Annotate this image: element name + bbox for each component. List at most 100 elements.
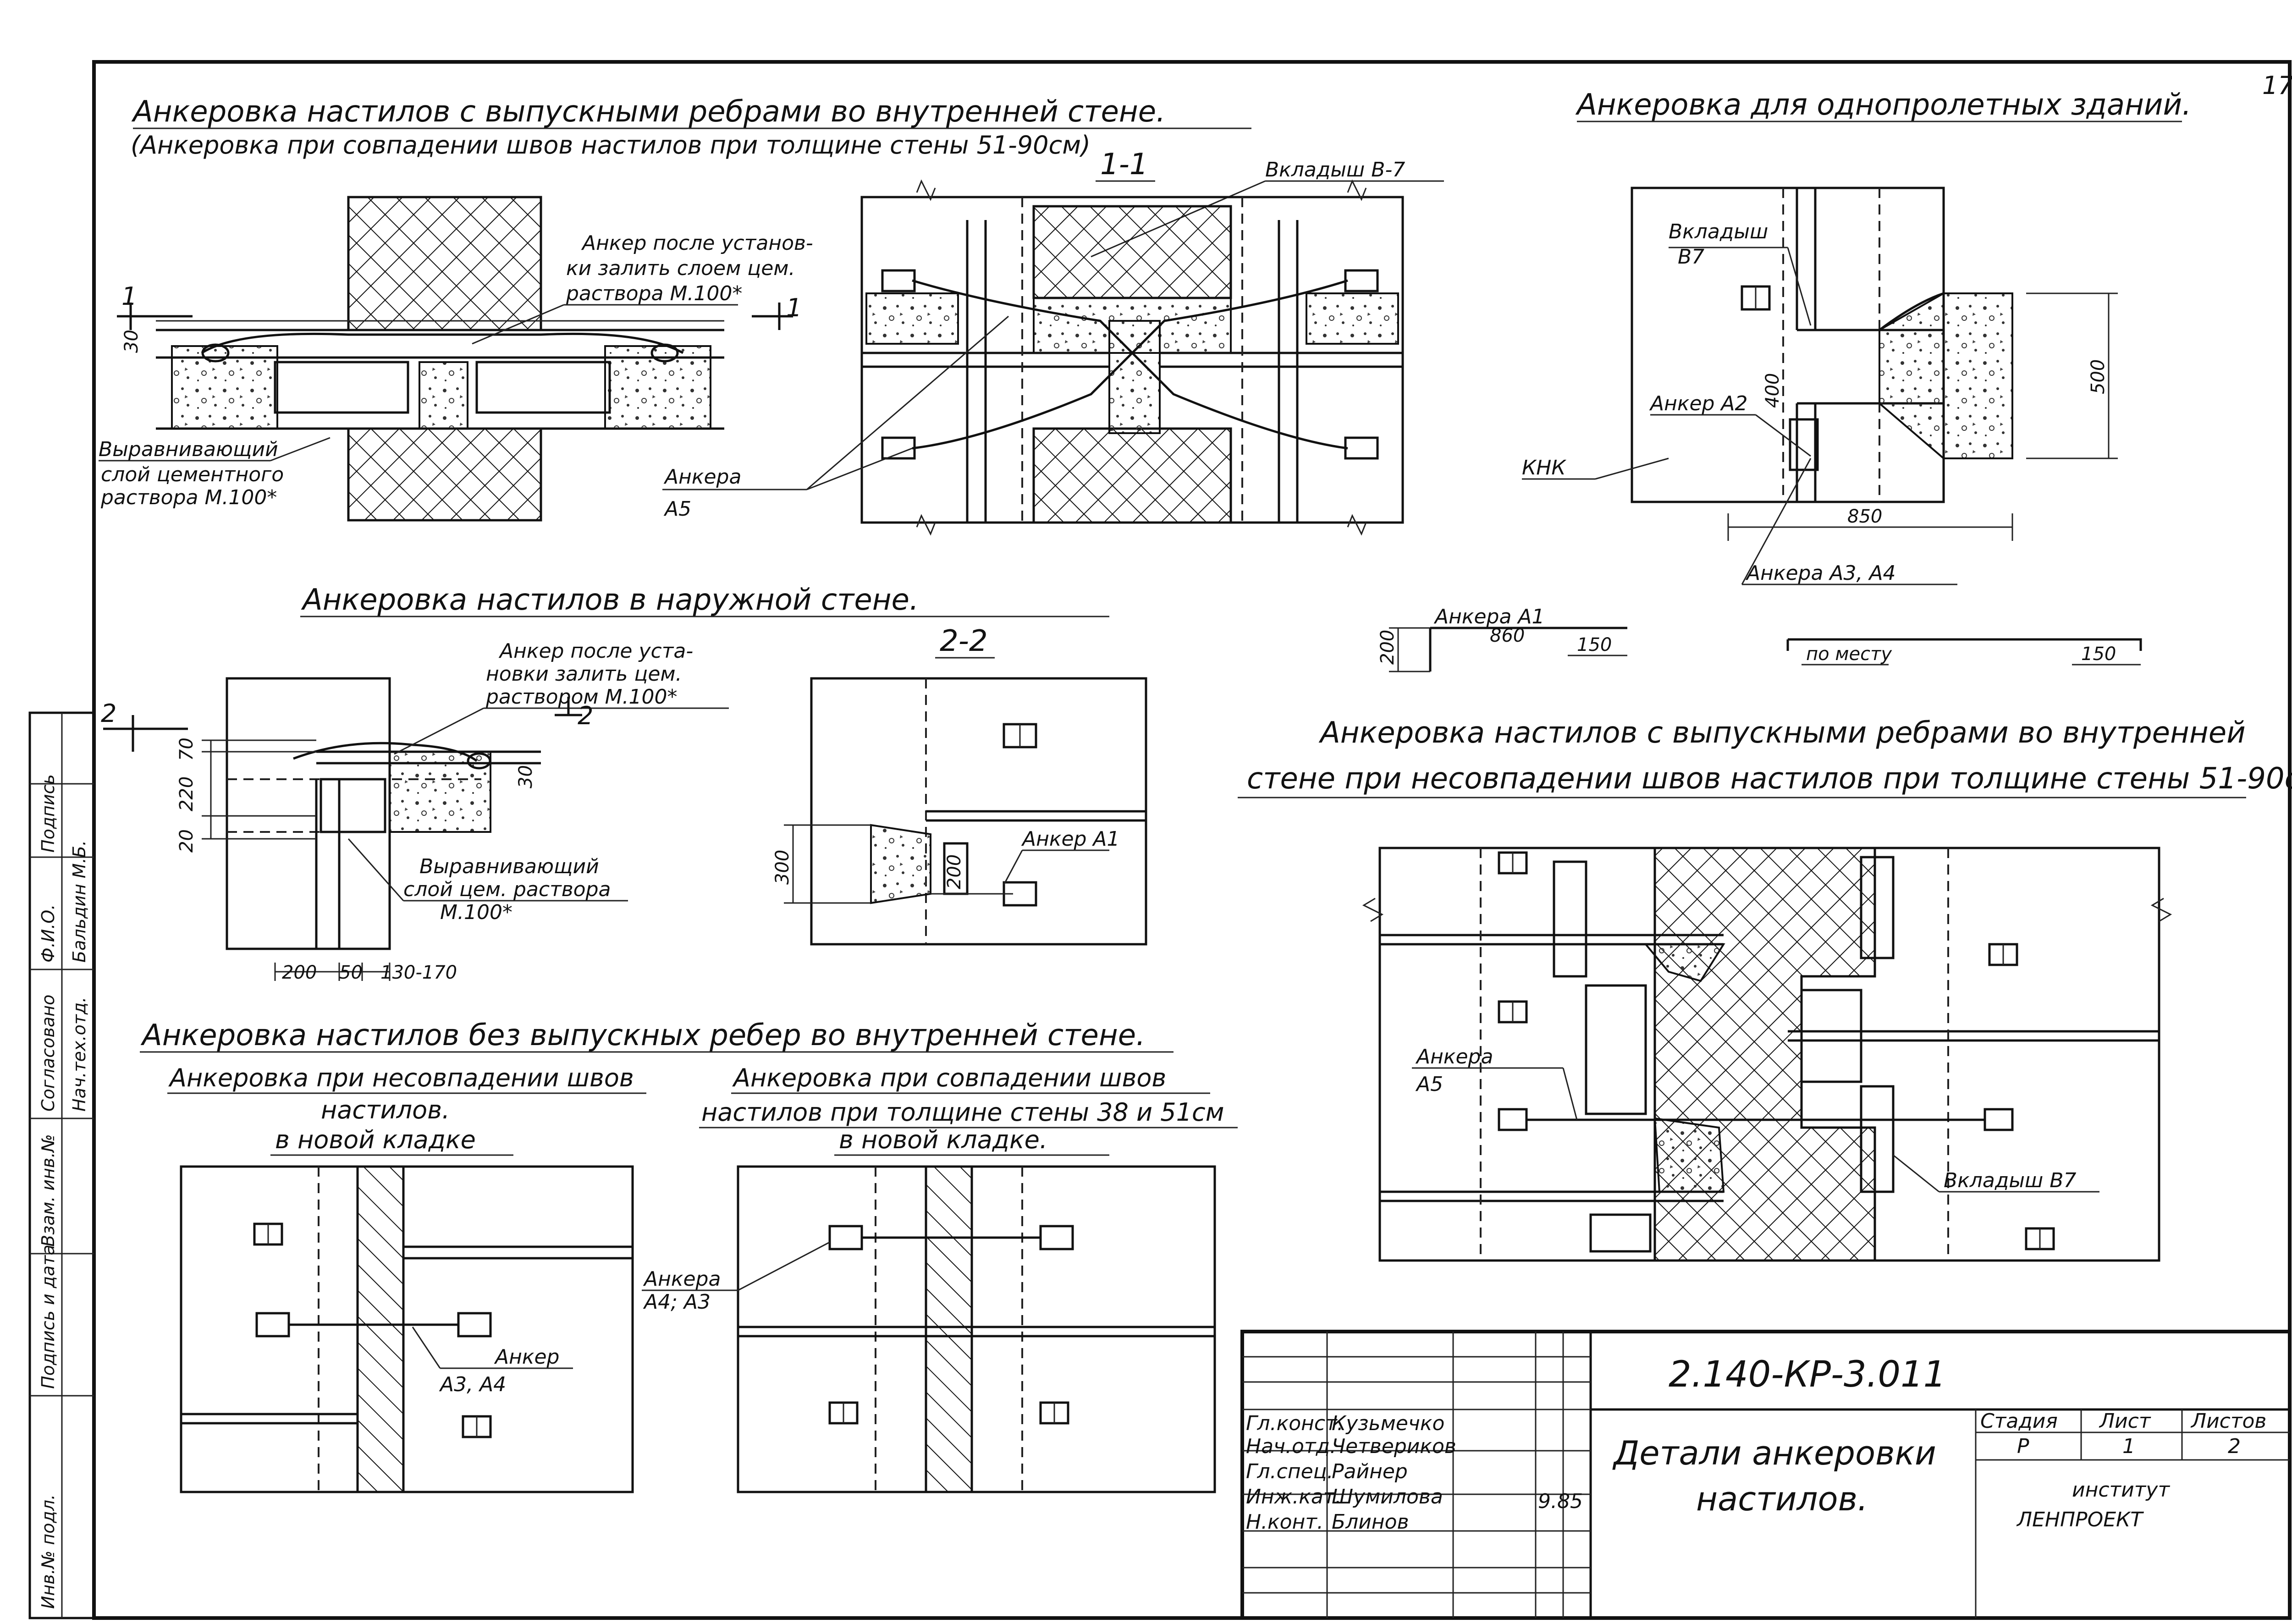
- dimension-label: 220: [176, 776, 197, 811]
- annotation: М.100*: [440, 901, 512, 924]
- stamp-role: Н.конт.: [1246, 1510, 1323, 1534]
- stamp-institute: институт: [2072, 1478, 2170, 1502]
- title-block: Гл.конст. Кузьмечко Нач.отд. Четвериков …: [1240, 1330, 2292, 1620]
- annotation: Выравнивающий: [99, 438, 278, 461]
- section-middle-right: Анкеровка настилов с выпускными ребрами …: [1238, 716, 2292, 1262]
- page-number: 17: [2262, 71, 2292, 100]
- anchor-label: Анкер: [494, 1345, 559, 1369]
- dimension-label: 130-170: [380, 962, 457, 983]
- annotation: слой цементного: [101, 463, 284, 486]
- stamp-name: Четвериков: [1332, 1435, 1456, 1458]
- stamp-sheet-label: Лист: [2099, 1409, 2151, 1433]
- anchors-label: Анкера А3, А4: [1745, 562, 1896, 585]
- cut-mark: 2: [101, 699, 116, 728]
- anchor-label: Анкер А1: [1021, 827, 1120, 851]
- anchors-label: Анкера: [663, 465, 741, 489]
- anchors-code: А4; А3: [643, 1290, 711, 1314]
- side-stamp-cell: Подпись: [38, 774, 58, 853]
- section-subtitle: настилов при толщине стены 38 и 51см: [701, 1098, 1224, 1127]
- annotation: ки залить слоем цем.: [566, 257, 795, 280]
- annotation: Анкер после установ-: [581, 231, 813, 255]
- along-label: по месту: [1806, 644, 1892, 665]
- stamp-name: Райнер: [1332, 1460, 1408, 1483]
- knk-label: КНК: [1522, 456, 1566, 479]
- section-top-left: Анкеровка настилов с выпускными ребрами …: [99, 95, 1444, 536]
- annotation: раствора М.100*: [566, 282, 742, 305]
- section-middle-left: Анкеровка настилов в наружной стене. 2-2…: [101, 583, 1147, 983]
- side-stamp-name: Бальдин М.Б.: [69, 840, 89, 963]
- drawing-code: 2.140-КР-3.011: [1669, 1354, 1946, 1395]
- section-bottom: Анкеровка настилов без выпускных ребер в…: [140, 1018, 1238, 1493]
- dimension-label: 400: [1762, 373, 1783, 408]
- section-title: стене при несовпадении швов настилов при…: [1247, 762, 2292, 796]
- stamp-role: Инж.кат.: [1246, 1485, 1341, 1508]
- anchor-detail-label: Анкера А1: [1433, 605, 1545, 628]
- section-title: Анкеровка настилов без выпускных ребер в…: [140, 1018, 1145, 1052]
- dimension-label: 200: [282, 962, 317, 983]
- section-title: Анкеровка настилов в наружной стене.: [301, 583, 919, 617]
- anchors-code: А5: [1415, 1073, 1443, 1096]
- anchor-detail: Анкера А1 860 200 150 по месту 150: [1377, 605, 2142, 672]
- stamp-stage-label: Стадия: [1980, 1409, 2058, 1433]
- dimension-label: 150: [2081, 644, 2116, 665]
- side-stamp-cell: Взам. инв.№: [38, 1134, 58, 1247]
- drawing-title: Детали анкеровки: [1612, 1434, 1936, 1472]
- dimension-label: 20: [176, 829, 197, 853]
- dimension-label: 200: [1377, 630, 1398, 665]
- annotation: раствором М.100*: [485, 685, 678, 709]
- dimension-label: 300: [772, 850, 793, 885]
- annotation: Выравнивающий: [419, 855, 599, 878]
- stamp-name: Блинов: [1332, 1510, 1409, 1534]
- dimension-label: 30: [515, 765, 536, 788]
- stamp-institute: ЛЕНПРОЕКТ: [2016, 1508, 2144, 1531]
- section-title: Анкеровка настилов с выпускными ребрами …: [1318, 716, 2246, 750]
- annotation: слой цем. раствора: [403, 878, 611, 901]
- stamp-name: Шумилова: [1332, 1485, 1443, 1508]
- stamp-stage: Р: [2017, 1435, 2029, 1458]
- section-subtitle: Анкеровка при совпадении швов: [732, 1063, 1166, 1092]
- drawing-title: настилов.: [1696, 1480, 1868, 1518]
- section-subtitle: Анкеровка при несовпадении швов: [168, 1063, 634, 1092]
- annotation: новки залить цем.: [486, 662, 682, 686]
- annotation: Анкер после уста-: [498, 639, 693, 663]
- cut-mark: 1: [121, 282, 137, 311]
- insert-label: Вкладыш В-7: [1265, 158, 1405, 182]
- section-subtitle: (Анкеровка при совпадении швов настилов …: [131, 131, 1091, 160]
- section-subtitle: в новой кладке: [275, 1125, 476, 1154]
- insert-label: Вкладыш В7: [1944, 1169, 2076, 1192]
- section-subtitle: в новой кладке.: [839, 1125, 1047, 1154]
- stamp-sheet: 1: [2122, 1435, 2135, 1458]
- cut-mark: 2: [578, 701, 593, 730]
- dimension-label: 30: [121, 330, 142, 353]
- stamp-sheets-label: Листов: [2190, 1409, 2266, 1433]
- cut-mark: 1: [786, 293, 802, 322]
- stamp-role: Гл.спец.: [1246, 1460, 1333, 1483]
- dimension-label: 70: [176, 738, 197, 761]
- section-top-right: Анкеровка для однопролетных зданий. Вкла…: [1522, 88, 2191, 585]
- stamp-role: Гл.конст.: [1246, 1412, 1344, 1435]
- side-stamp-cell: Согласовано: [38, 995, 58, 1112]
- side-stamp-cell: Ф.И.О.: [38, 904, 58, 963]
- dimension-label: 50: [339, 962, 363, 983]
- anchors-code: А5: [663, 497, 691, 521]
- section-subtitle: настилов.: [321, 1096, 450, 1124]
- stamp-date: 9.85: [1538, 1490, 1583, 1513]
- stamp-sheets: 2: [2228, 1435, 2241, 1458]
- section-title: Анкеровка настилов с выпускными ребрами …: [131, 95, 1165, 129]
- stamp-name: Кузьмечко: [1332, 1412, 1444, 1435]
- anchor-code: А3, А4: [439, 1373, 506, 1396]
- side-stamp-cell: Инв.№ подл.: [38, 1494, 58, 1609]
- anchor-label: Анкер А2: [1649, 392, 1748, 415]
- section-mark: 1-1: [1100, 148, 1148, 182]
- section-title: Анкеровка для однопролетных зданий.: [1575, 88, 2191, 122]
- annotation: раствора М.100*: [100, 486, 277, 509]
- anchors-label: Анкера: [1415, 1045, 1493, 1068]
- stamp-role: Нач.отд.: [1246, 1435, 1336, 1458]
- insert-label: Вкладыш: [1669, 220, 1768, 243]
- dimension-label: 150: [1577, 634, 1612, 655]
- side-stamp: Инв.№ подл. Подпись и дата Взам. инв.№ С…: [28, 711, 95, 1619]
- dimension-label: 200: [944, 854, 965, 889]
- section-mark: 2-2: [940, 624, 988, 658]
- dimension-label: 500: [2088, 359, 2109, 394]
